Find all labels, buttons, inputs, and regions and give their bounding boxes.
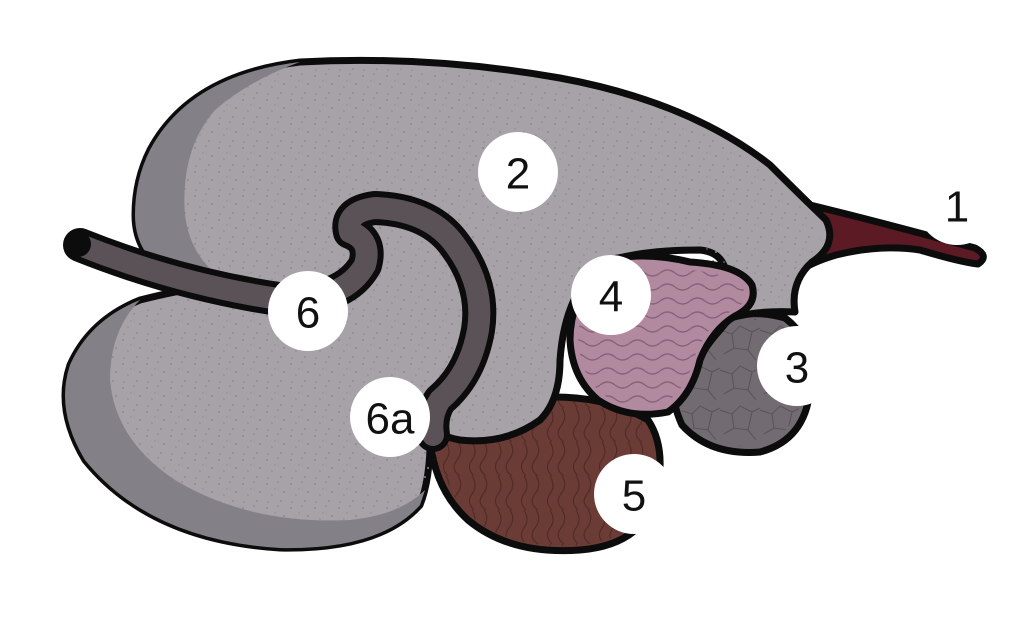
label-4-text: 4	[599, 273, 623, 322]
label-6-text: 6	[296, 289, 320, 338]
label-3-text: 3	[785, 344, 809, 393]
label-2: 2	[478, 132, 558, 212]
part-1-tip-shape	[794, 201, 987, 276]
label-3: 3	[757, 326, 837, 406]
part-6-tube-end	[65, 231, 91, 257]
part-2-speckle	[73, 68, 821, 540]
label-1: 1	[917, 165, 997, 245]
label-1-text: 1	[945, 183, 969, 232]
label-6a-text: 6a	[366, 395, 415, 444]
label-2-text: 2	[506, 150, 530, 199]
label-5-text: 5	[622, 472, 646, 521]
part-2-lower-shade	[65, 300, 425, 549]
part-2-left-shade	[135, 62, 300, 290]
label-4: 4	[571, 255, 651, 335]
label-6a: 6a	[350, 377, 430, 457]
label-6: 6	[268, 271, 348, 351]
label-5: 5	[594, 454, 674, 534]
